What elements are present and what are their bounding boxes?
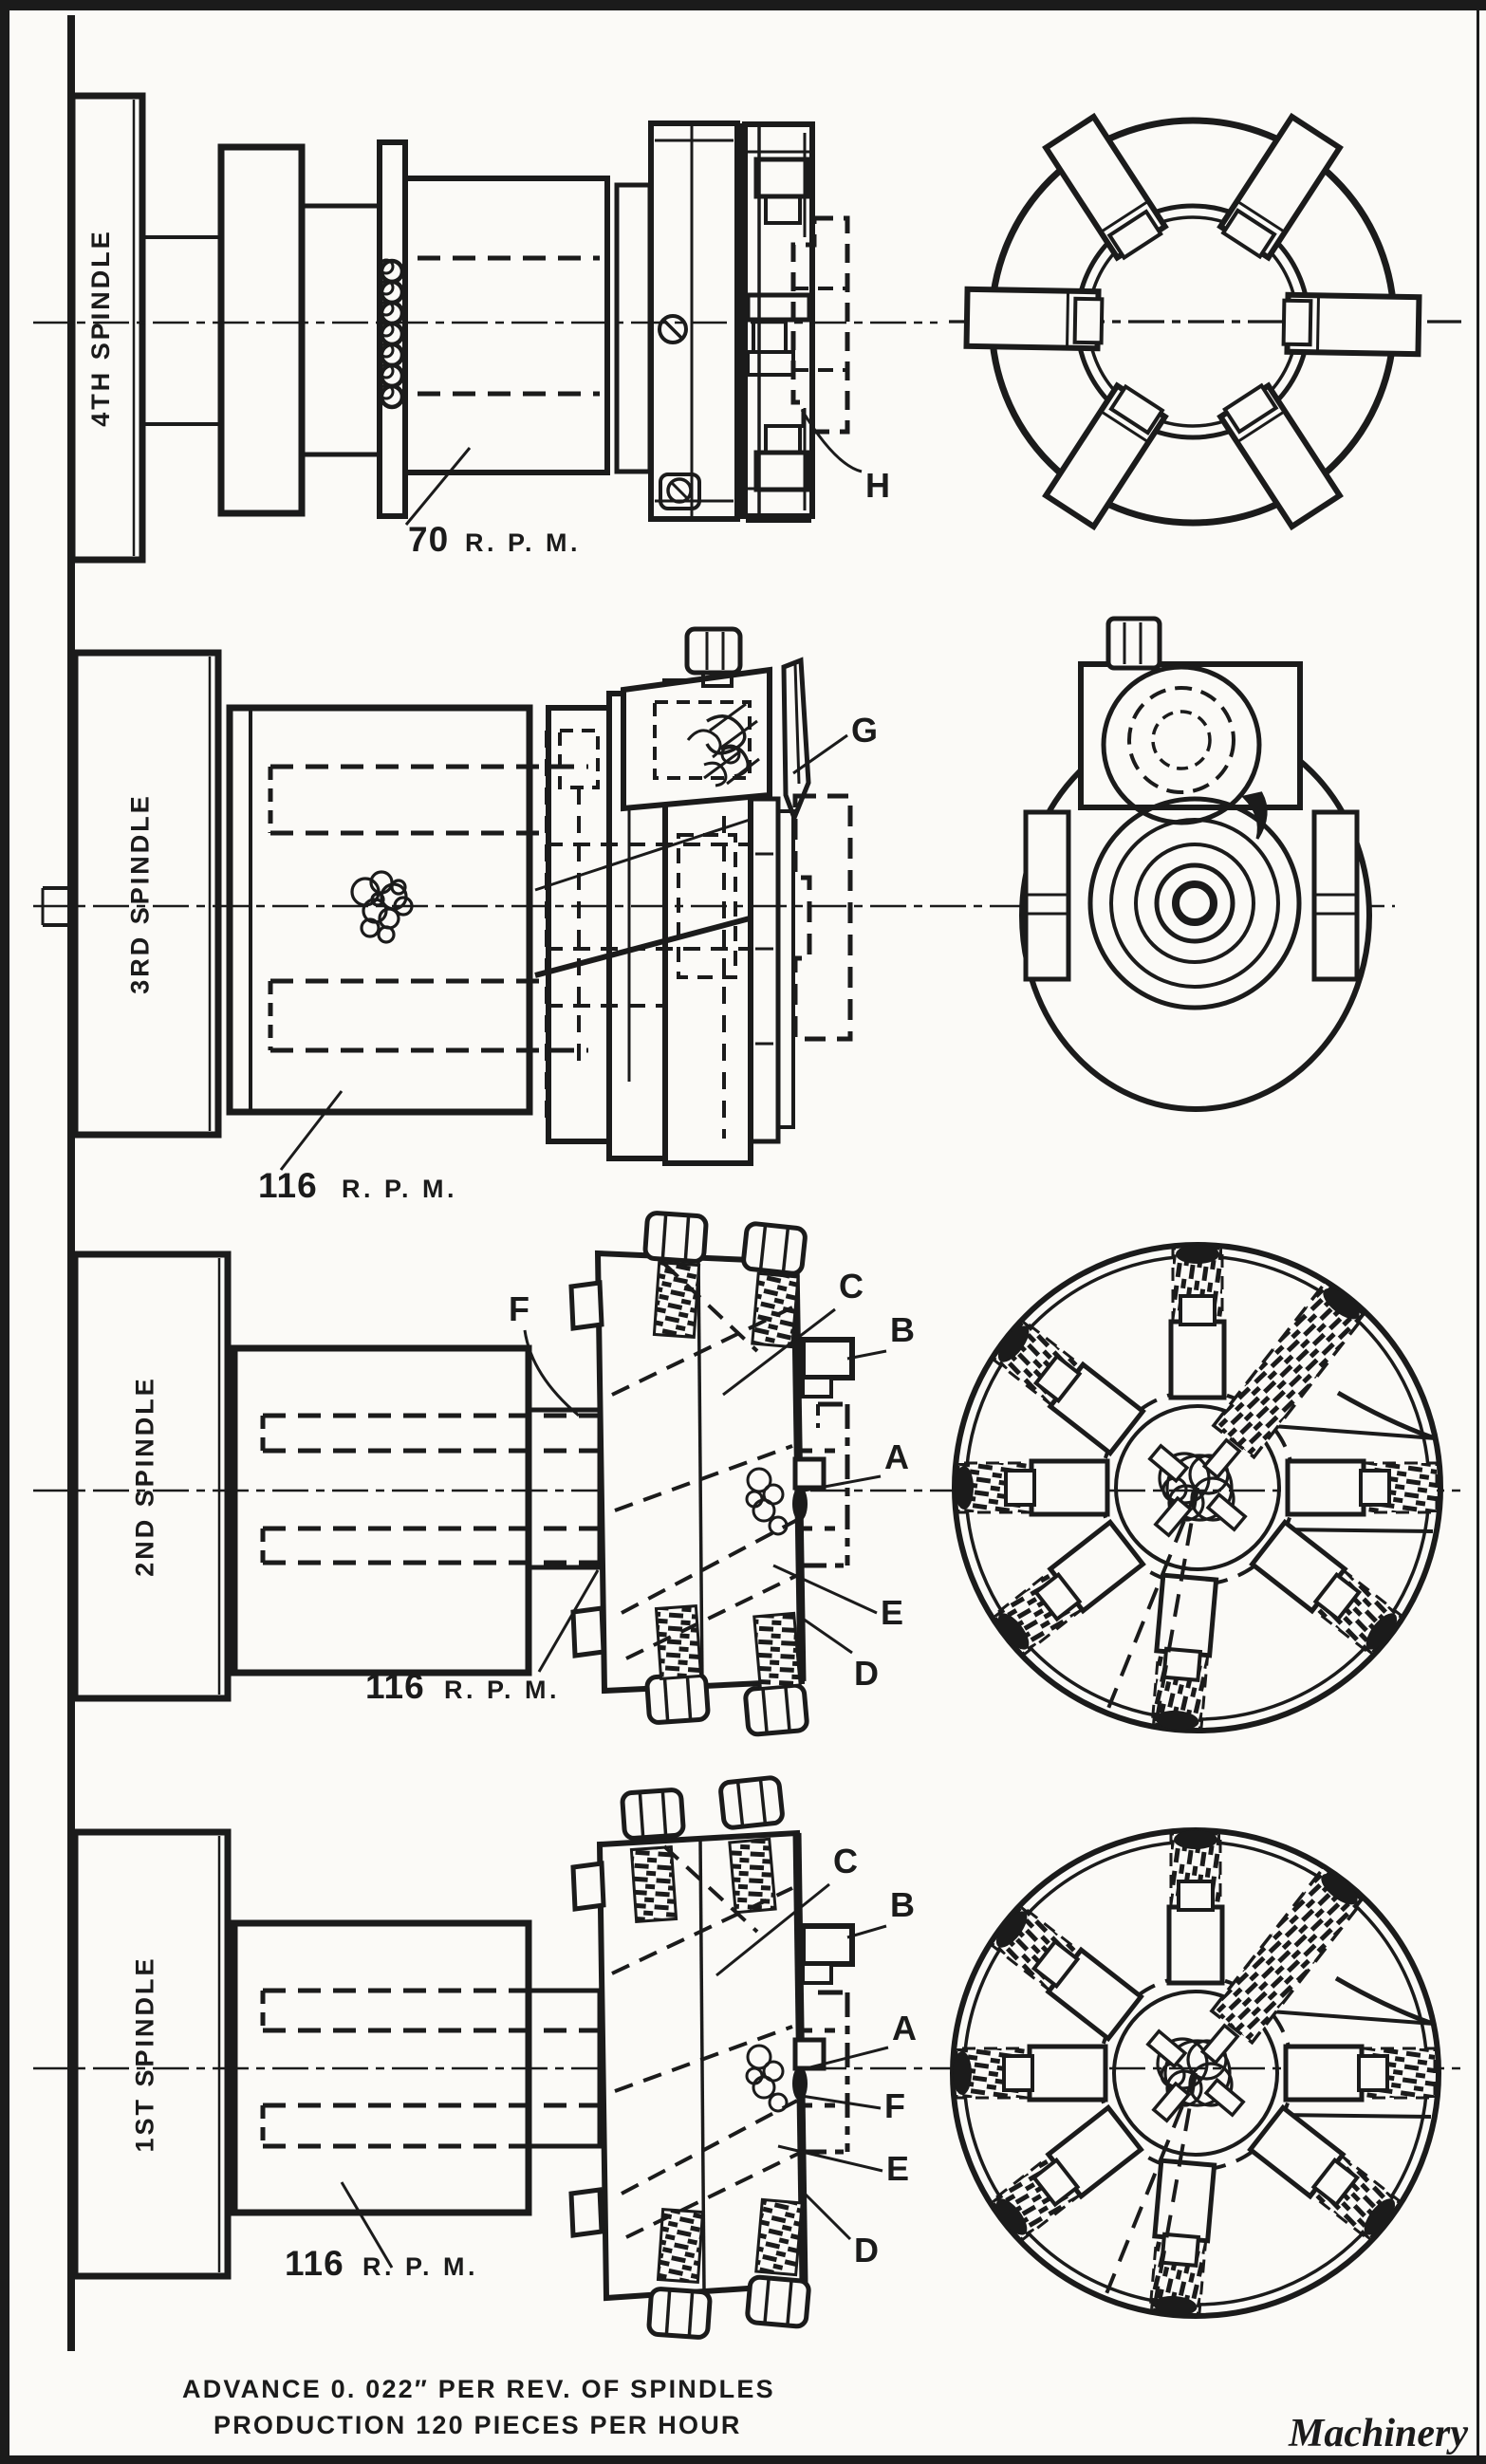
svg-text:70: 70 — [408, 520, 449, 559]
svg-text:D: D — [854, 1654, 879, 1693]
svg-text:R. P. M.: R. P. M. — [465, 528, 581, 557]
svg-text:E: E — [881, 1593, 903, 1632]
svg-text:PRODUCTION 120 PIECES PER HOUR: PRODUCTION 120 PIECES PER HOUR — [214, 2411, 742, 2439]
svg-text:116: 116 — [258, 1166, 318, 1205]
svg-text:D: D — [854, 2231, 879, 2269]
svg-text:116: 116 — [365, 1667, 425, 1706]
svg-text:R. P. M.: R. P. M. — [342, 1175, 457, 1203]
svg-text:R. P. M.: R. P. M. — [362, 2252, 478, 2281]
svg-text:4TH SPINDLE: 4TH SPINDLE — [86, 229, 115, 427]
svg-text:Machinery: Machinery — [1288, 2412, 1468, 2455]
svg-text:C: C — [833, 1842, 858, 1880]
svg-text:F: F — [884, 2086, 905, 2125]
svg-text:G: G — [851, 711, 878, 750]
svg-text:2ND SPINDLE: 2ND SPINDLE — [131, 1376, 159, 1577]
svg-text:ADVANCE 0. 022″ PER REV. OF SP: ADVANCE 0. 022″ PER REV. OF SPINDLES — [182, 2375, 775, 2403]
svg-text:B: B — [890, 1310, 915, 1349]
svg-text:3RD SPINDLE: 3RD SPINDLE — [126, 793, 155, 994]
svg-text:H: H — [865, 466, 890, 505]
svg-text:R. P. M.: R. P. M. — [444, 1676, 560, 1704]
svg-text:F: F — [509, 1289, 529, 1328]
svg-text:E: E — [886, 2149, 909, 2188]
svg-text:B: B — [890, 1885, 915, 1924]
svg-text:1ST SPINDLE: 1ST SPINDLE — [131, 1955, 159, 2152]
svg-text:C: C — [839, 1267, 864, 1306]
svg-text:116: 116 — [285, 2244, 344, 2283]
svg-text:A: A — [884, 1437, 909, 1476]
svg-text:A: A — [892, 2009, 917, 2047]
